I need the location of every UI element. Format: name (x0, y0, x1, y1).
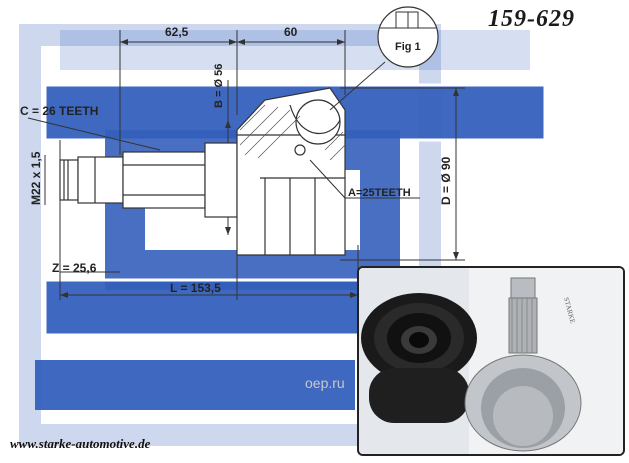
dim-housing-diameter: D = Ø 90 (439, 156, 453, 205)
cv-joint-metal (464, 277, 582, 452)
rubber-boot (361, 293, 477, 423)
cv-joint-outline (59, 87, 346, 256)
leader-lines (309, 159, 420, 199)
photo-illustration: STARKE (359, 268, 623, 454)
dim-thread: M22 x 1,5 (29, 151, 43, 205)
background-logo (19, 24, 547, 446)
watermark: oep.ru (305, 375, 345, 391)
dim-top-left: 62,5 (165, 25, 189, 39)
website-link[interactable]: www.starke-automotive.de (10, 436, 151, 451)
product-photo: STARKE (357, 266, 625, 456)
dim-total-length: L = 153,5 (170, 281, 221, 295)
arrow-heads (60, 39, 459, 298)
figure-callout: Fig 1 (329, 6, 439, 111)
figure-label: Fig 1 (395, 41, 421, 53)
section-hatch (239, 104, 346, 161)
dim-shaft-diameter: B = Ø 56 (213, 64, 225, 108)
dim-z-length: Z = 25,6 (52, 261, 97, 275)
part-code: 159-629 (488, 6, 575, 32)
dim-outer-teeth: C = 26 TEETH (20, 104, 98, 118)
dim-inner-teeth: A=25TEETH (348, 187, 411, 199)
dim-top-right: 60 (284, 25, 298, 39)
